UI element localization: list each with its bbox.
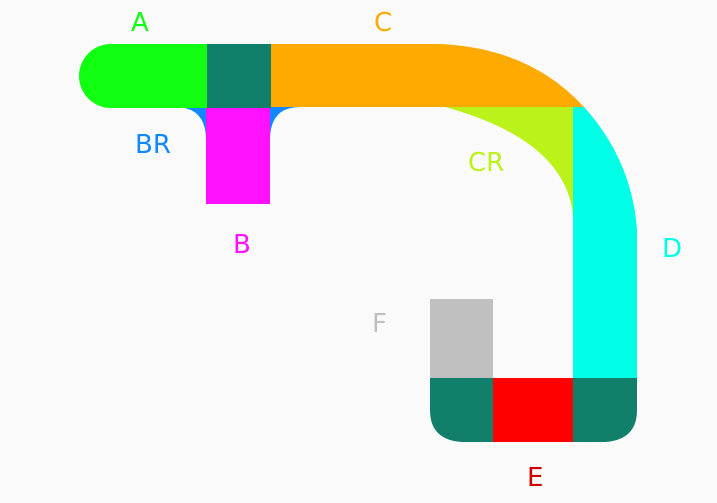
junction-bottom-left	[430, 378, 493, 442]
segment-b	[206, 108, 270, 204]
junction-top	[207, 44, 271, 108]
label-br: BR	[135, 130, 171, 160]
segment-a	[79, 44, 207, 108]
label-cr: CR	[468, 148, 504, 178]
label-e: E	[527, 463, 543, 493]
segment-br	[175, 107, 206, 140]
label-c: C	[374, 8, 392, 38]
segment-d	[573, 107, 637, 378]
label-a: A	[131, 8, 149, 38]
junction-bottom-right	[573, 378, 637, 442]
label-b: B	[233, 230, 251, 260]
segment-f	[430, 299, 493, 379]
segment-br-right	[270, 107, 300, 140]
segment-cr	[445, 107, 573, 215]
segment-e	[493, 378, 574, 442]
segment-c	[271, 44, 584, 107]
label-f: F	[372, 309, 387, 339]
label-d: D	[662, 234, 682, 264]
